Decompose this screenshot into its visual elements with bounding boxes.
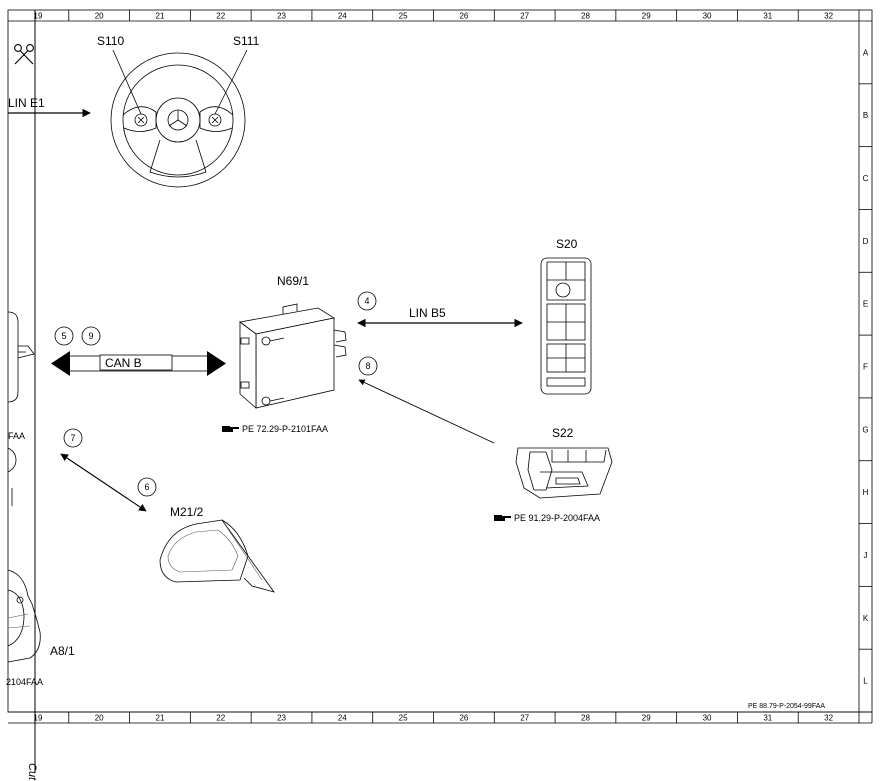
s111-label: S111 xyxy=(233,34,260,48)
s110-leader xyxy=(112,49,142,115)
left-2104-reference: 2104FAA xyxy=(6,677,43,687)
drawing-frame xyxy=(7,9,873,724)
row-letter: A xyxy=(863,48,869,57)
column-ruler-bottom: 19 20 21 22 23 24 25 26 27 28 29 30 31 32 xyxy=(34,712,834,723)
callout-4: 4 xyxy=(357,291,377,311)
pointing-hand-icon xyxy=(222,426,239,432)
scissors-icon xyxy=(14,44,34,65)
s22-seat-switch xyxy=(515,447,613,499)
column-number: 21 xyxy=(156,714,165,723)
row-letter: K xyxy=(863,614,869,623)
can-b-label: CAN B xyxy=(105,356,142,370)
left-faa-reference: FAA xyxy=(8,431,25,441)
row-letter: G xyxy=(862,425,868,434)
callout-7: 7 xyxy=(63,428,83,448)
column-number: 20 xyxy=(95,714,104,723)
column-number: 19 xyxy=(34,12,43,21)
callout-6: 6 xyxy=(137,477,157,497)
s22-reference: PE 91.29-P-2004FAA xyxy=(514,513,600,523)
column-number: 30 xyxy=(703,714,712,723)
row-letter: L xyxy=(863,677,868,686)
column-number: 32 xyxy=(824,12,833,21)
column-number: 28 xyxy=(581,714,590,723)
s110-label: S110 xyxy=(97,34,124,48)
m21-2-mirror xyxy=(159,519,275,593)
callout-8: 8 xyxy=(358,356,378,376)
column-number: 24 xyxy=(338,714,347,723)
column-number: 24 xyxy=(338,12,347,21)
left-partial-component-top xyxy=(7,311,35,403)
callout-5: 5 xyxy=(54,326,74,346)
column-number: 28 xyxy=(581,12,590,21)
m21-2-arrow xyxy=(60,453,147,512)
svg-text:6: 6 xyxy=(144,482,149,492)
column-number: 31 xyxy=(763,12,772,21)
row-letter: B xyxy=(863,111,868,120)
a8-1-label: A8/1 xyxy=(50,644,75,658)
row-letter: C xyxy=(863,174,869,183)
row-letter: F xyxy=(863,363,868,372)
row-letter: J xyxy=(864,551,868,560)
column-number: 23 xyxy=(277,714,286,723)
n69-1-label: N69/1 xyxy=(277,274,309,288)
n69-1-control-unit xyxy=(239,303,347,409)
column-number: 21 xyxy=(156,12,165,21)
cut-here-label: Cut here xyxy=(26,763,38,781)
steering-wheel-drawing xyxy=(110,52,246,188)
column-number: 22 xyxy=(216,714,225,723)
s20-label: S20 xyxy=(556,237,578,251)
column-number: 23 xyxy=(277,12,286,21)
svg-text:8: 8 xyxy=(365,361,370,371)
column-number: 27 xyxy=(520,12,529,21)
column-number: 19 xyxy=(34,714,43,723)
row-letter: D xyxy=(863,237,869,246)
column-number: 29 xyxy=(642,714,651,723)
svg-text:7: 7 xyxy=(70,433,75,443)
column-number: 25 xyxy=(399,714,408,723)
s22-to-n69-arrow xyxy=(358,379,495,444)
s22-label: S22 xyxy=(552,426,574,440)
s111-leader xyxy=(214,49,248,115)
column-number: 30 xyxy=(703,12,712,21)
column-number: 32 xyxy=(824,714,833,723)
column-number: 26 xyxy=(459,714,468,723)
column-number: 29 xyxy=(642,12,651,21)
row-ruler-right: A B C D E F G H J K L xyxy=(859,48,872,686)
s20-switch-panel xyxy=(540,257,592,395)
lin-b5-label: LIN B5 xyxy=(409,306,446,320)
svg-text:4: 4 xyxy=(364,296,369,306)
row-letter: H xyxy=(863,488,869,497)
column-number: 26 xyxy=(459,12,468,21)
n69-1-reference: PE 72.29-P-2101FAA xyxy=(242,424,328,434)
callout-9: 9 xyxy=(81,326,101,346)
a8-1-partial-drawing xyxy=(7,569,41,663)
column-number: 31 xyxy=(763,714,772,723)
document-id: PE 88.79-P-2054-99FAA xyxy=(748,703,825,710)
left-partial-component-middle xyxy=(7,447,17,506)
column-number: 27 xyxy=(520,714,529,723)
column-number: 25 xyxy=(399,12,408,21)
can-b-bus xyxy=(51,351,226,376)
m21-2-label: M21/2 xyxy=(170,505,204,519)
column-number: 22 xyxy=(216,12,225,21)
lin-e1-label: LIN E1 xyxy=(8,96,45,110)
pointing-hand-icon xyxy=(494,515,511,521)
svg-text:5: 5 xyxy=(61,331,66,341)
column-number: 20 xyxy=(95,12,104,21)
column-ruler-top: 19 20 21 22 23 24 25 26 27 28 29 30 31 32 xyxy=(34,10,834,21)
row-letter: E xyxy=(863,300,868,309)
svg-text:9: 9 xyxy=(88,331,93,341)
